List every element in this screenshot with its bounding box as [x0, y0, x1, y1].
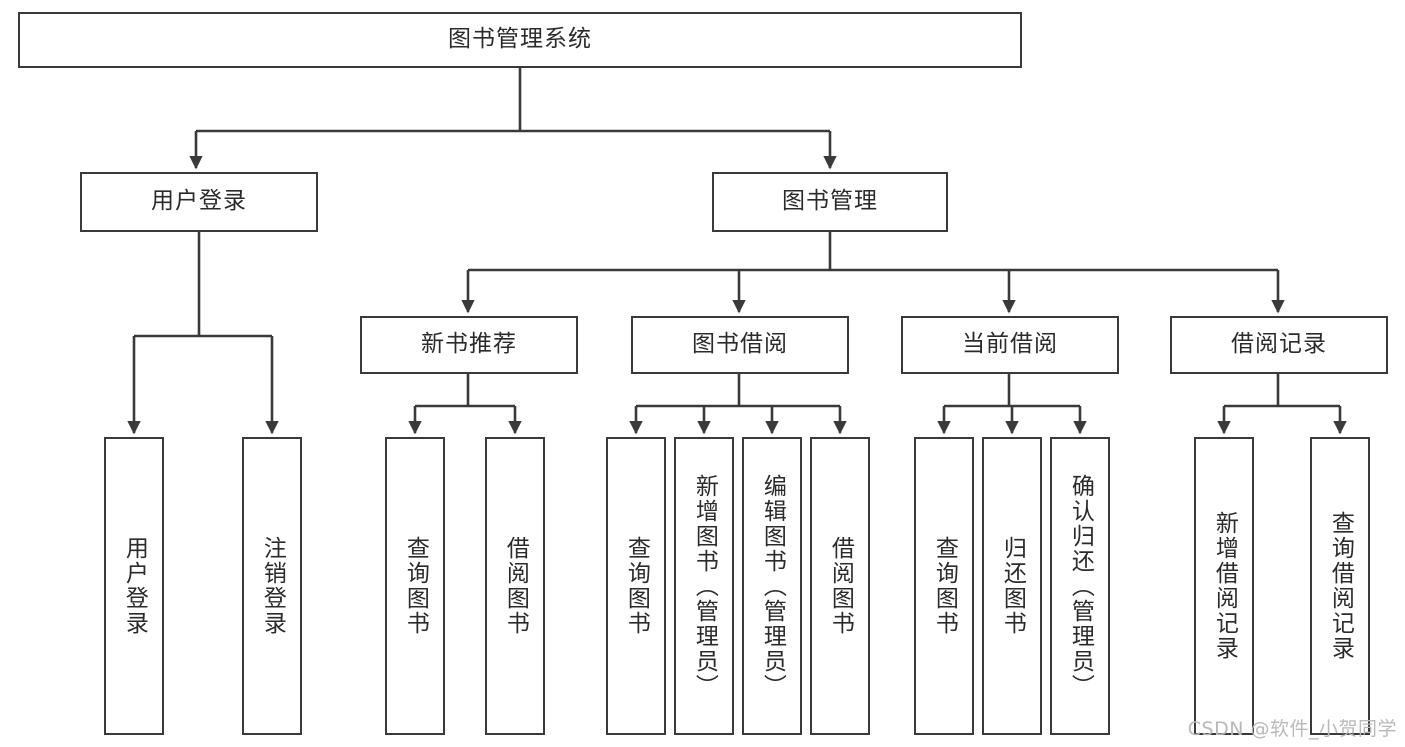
- leaf-borrow-record-add-record[interactable]: 新增借阅记录: [1194, 437, 1254, 735]
- node-label: 图书管理系统: [448, 26, 592, 53]
- leaf-current-borrow-query-book[interactable]: 查询图书: [914, 437, 974, 735]
- node-current-borrow[interactable]: 当前借阅: [901, 316, 1119, 374]
- node-book-borrow[interactable]: 图书借阅: [631, 316, 849, 374]
- leaf-book-borrow-edit-book-admin[interactable]: 编辑图书（管理员）: [742, 437, 802, 735]
- node-label: 图书管理: [782, 188, 878, 215]
- csdn-watermark: CSDN @软件_小贺同学: [1187, 718, 1397, 740]
- leaf-user-login-logout[interactable]: 注销登录: [242, 437, 302, 735]
- node-label: 确认归还（管理员）: [1067, 473, 1094, 699]
- node-borrow-record[interactable]: 借阅记录: [1170, 316, 1388, 374]
- node-label: 查询图书: [623, 536, 650, 636]
- leaf-book-borrow-borrow-book[interactable]: 借阅图书: [810, 437, 870, 735]
- node-label: 查询图书: [931, 536, 958, 636]
- leaf-book-borrow-add-book-admin[interactable]: 新增图书（管理员）: [674, 437, 734, 735]
- leaf-borrow-record-query-record[interactable]: 查询借阅记录: [1310, 437, 1370, 735]
- node-label: 新增图书（管理员）: [691, 473, 718, 699]
- node-label: 新增借阅记录: [1211, 511, 1238, 661]
- node-label: 借阅图书: [827, 536, 854, 636]
- node-user-login[interactable]: 用户登录: [80, 172, 318, 232]
- node-label: 借阅记录: [1231, 331, 1327, 358]
- node-label: 查询借阅记录: [1327, 511, 1354, 661]
- leaf-new-book-borrow-book[interactable]: 借阅图书: [485, 437, 545, 735]
- node-label: 图书借阅: [692, 331, 788, 358]
- node-label: 编辑图书（管理员）: [759, 473, 786, 699]
- node-label: 查询图书: [402, 536, 429, 636]
- node-root-book-management-system[interactable]: 图书管理系统: [18, 12, 1022, 68]
- node-label: 当前借阅: [962, 331, 1058, 358]
- node-label: 用户登录: [121, 536, 148, 636]
- leaf-new-book-query-book[interactable]: 查询图书: [385, 437, 445, 735]
- node-new-book-recommend[interactable]: 新书推荐: [360, 316, 578, 374]
- leaf-user-login-login[interactable]: 用户登录: [104, 437, 164, 735]
- node-label: 用户登录: [151, 188, 247, 215]
- node-label: 借阅图书: [502, 536, 529, 636]
- leaf-current-borrow-confirm-return-admin[interactable]: 确认归还（管理员）: [1050, 437, 1110, 735]
- leaf-current-borrow-return-book[interactable]: 归还图书: [982, 437, 1042, 735]
- node-book-management[interactable]: 图书管理: [712, 172, 948, 232]
- node-label: 归还图书: [999, 536, 1026, 636]
- node-label: 新书推荐: [421, 331, 517, 358]
- node-label: 注销登录: [259, 536, 286, 636]
- leaf-book-borrow-query-book[interactable]: 查询图书: [606, 437, 666, 735]
